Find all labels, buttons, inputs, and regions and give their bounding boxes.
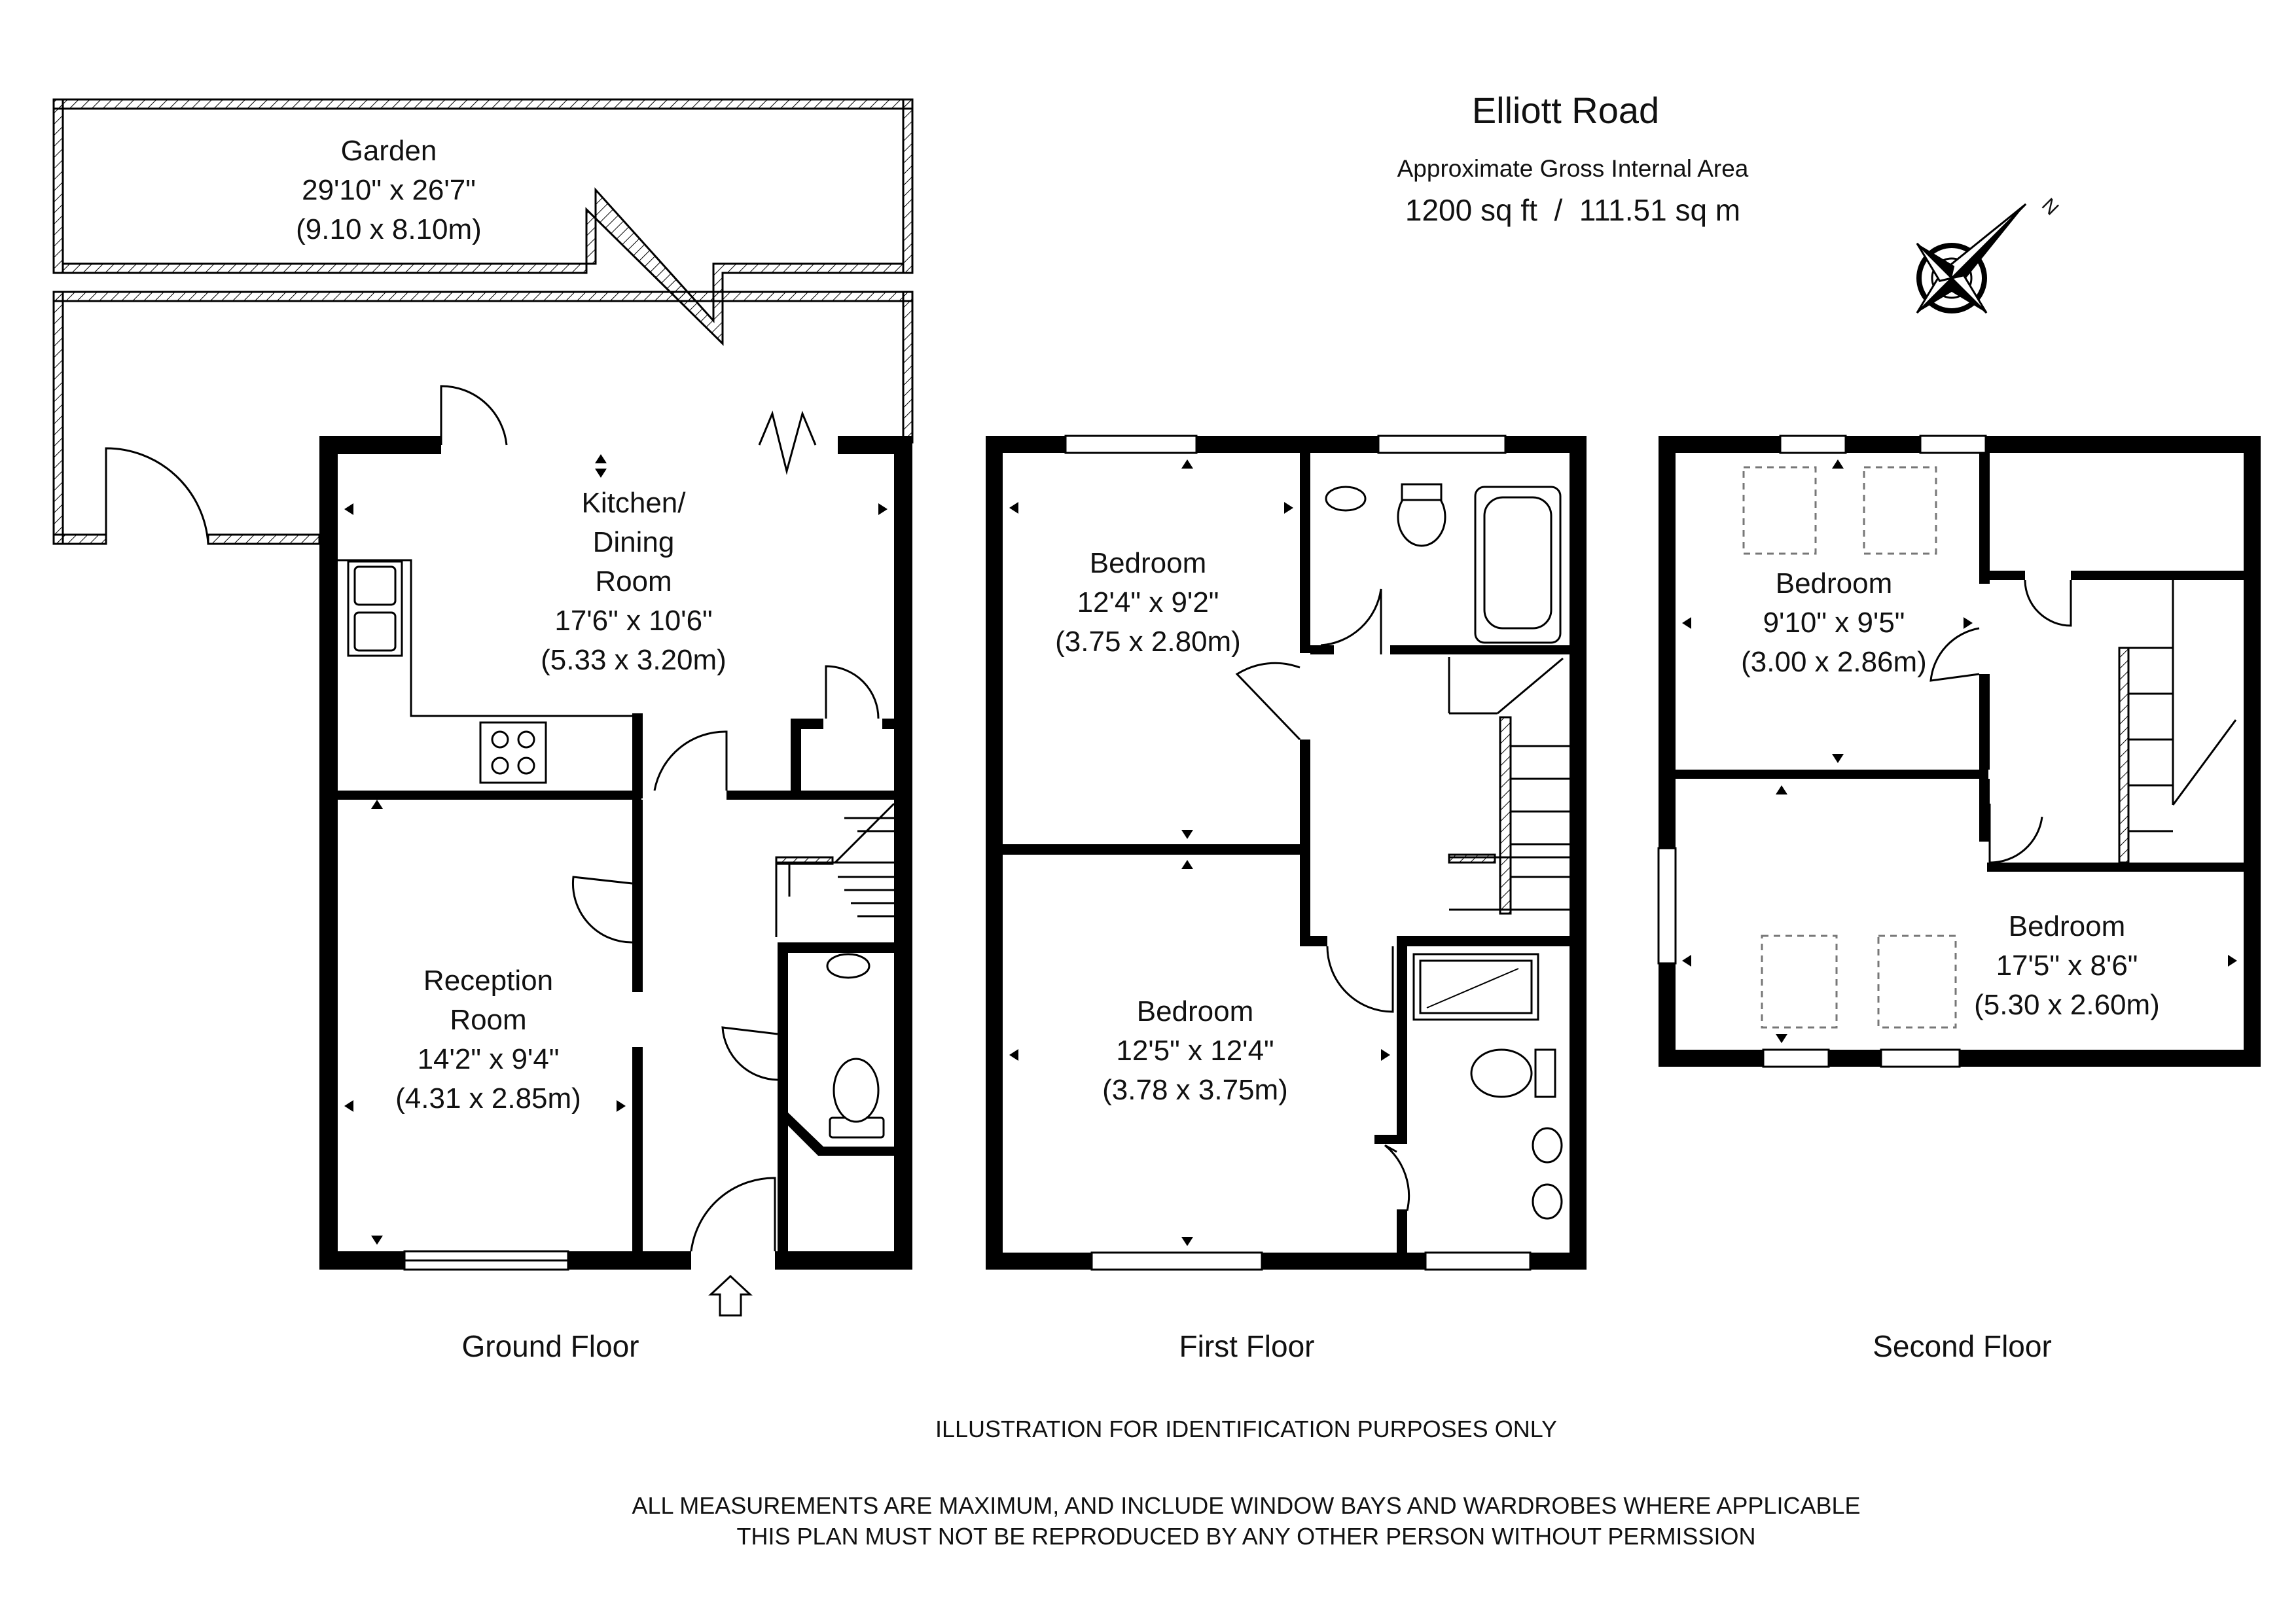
room-dim-imperial: 29'10" x 26'7" xyxy=(302,174,476,206)
disclaimer-line-1: ILLUSTRATION FOR IDENTIFICATION PURPOSES… xyxy=(935,1416,1557,1442)
room-name: Room xyxy=(595,565,672,597)
compass-north-letter: N xyxy=(2037,194,2063,220)
second-floor-label: Second Floor xyxy=(1873,1329,2052,1363)
disclaimer-line-3: THIS PLAN MUST NOT BE REPRODUCED BY ANY … xyxy=(737,1523,1756,1550)
room-dim-imperial: 12'4" x 9'2" xyxy=(1077,586,1219,618)
room-name: Dining xyxy=(593,526,675,558)
first-floor-bedroom-2-label: Bedroom 12'5" x 12'4" (3.78 x 3.75m) xyxy=(1102,995,1288,1106)
room-dim-metric: (3.78 x 3.75m) xyxy=(1102,1074,1288,1106)
room-dim-metric: (3.75 x 2.80m) xyxy=(1055,626,1241,658)
room-dim-metric: (4.31 x 2.85m) xyxy=(395,1082,581,1115)
north-compass-icon xyxy=(1916,203,2027,314)
room-name: Reception xyxy=(423,965,553,997)
first-floor-bedroom-1-label: Bedroom 12'4" x 9'2" (3.75 x 2.80m) xyxy=(1055,547,1241,658)
ground-floor-plan xyxy=(319,385,912,1317)
plan-title: Elliott Road xyxy=(1472,90,1659,131)
room-dim-metric: (5.33 x 3.20m) xyxy=(541,644,726,676)
disclaimer-line-2: ALL MEASUREMENTS ARE MAXIMUM, AND INCLUD… xyxy=(632,1492,1860,1519)
room-name: Bedroom xyxy=(2009,910,2126,942)
room-name: Bedroom xyxy=(1090,547,1207,579)
header: Elliott Road Approximate Gross Internal … xyxy=(1397,90,1749,227)
disclaimer: ILLUSTRATION FOR IDENTIFICATION PURPOSES… xyxy=(632,1416,1860,1550)
room-name: Bedroom xyxy=(1776,567,1893,599)
room-dim-imperial: 12'5" x 12'4" xyxy=(1116,1035,1274,1067)
ground-floor-label: Ground Floor xyxy=(461,1329,639,1363)
first-floor-label: First Floor xyxy=(1179,1329,1315,1363)
garden-label: Garden 29'10" x 26'7" (9.10 x 8.10m) xyxy=(296,135,482,245)
room-dim-imperial: 17'6" x 10'6" xyxy=(554,605,712,637)
kitchen-label: Kitchen/ Dining Room 17'6" x 10'6" (5.33… xyxy=(541,487,726,676)
room-dim-imperial: 14'2" x 9'4" xyxy=(418,1043,560,1075)
room-dim-metric: (9.10 x 8.10m) xyxy=(296,213,482,245)
first-floor-plan xyxy=(986,435,1587,1271)
reception-label: Reception Room 14'2" x 9'4" (4.31 x 2.85… xyxy=(395,965,581,1115)
room-dim-imperial: 17'5" x 8'6" xyxy=(1996,950,2138,982)
garden-outline xyxy=(52,98,914,545)
room-dim-metric: (3.00 x 2.86m) xyxy=(1741,646,1927,678)
room-name: Bedroom xyxy=(1137,995,1254,1027)
area-heading: Approximate Gross Internal Area xyxy=(1397,155,1749,182)
room-dim-imperial: 9'10" x 9'5" xyxy=(1763,607,1905,639)
second-floor-bedroom-1-label: Bedroom 9'10" x 9'5" (3.00 x 2.86m) xyxy=(1741,567,1927,678)
room-dim-metric: (5.30 x 2.60m) xyxy=(1974,989,2160,1021)
room-name: Kitchen/ xyxy=(582,487,687,519)
area-value: 1200 sq ft / 111.51 sq m xyxy=(1405,193,1740,227)
room-name: Room xyxy=(450,1004,526,1036)
room-name: Garden xyxy=(341,135,437,167)
second-floor-bedroom-2-label: Bedroom 17'5" x 8'6" (5.30 x 2.60m) xyxy=(1974,910,2160,1021)
second-floor-plan xyxy=(1657,435,2261,1068)
